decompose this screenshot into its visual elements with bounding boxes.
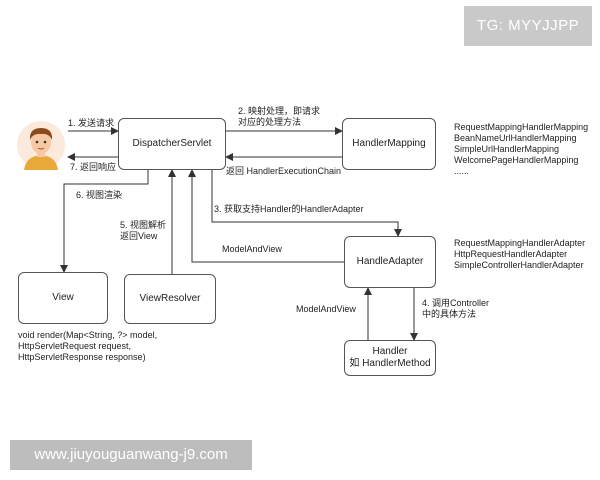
render-signature-line: HttpServletResponse response) bbox=[18, 352, 146, 362]
handler-box: Handler 如 HandlerMethod bbox=[344, 340, 436, 376]
adapter-impl-item: SimpleControllerHandlerAdapter bbox=[454, 260, 584, 270]
arrow-mav-dispatcher bbox=[188, 169, 344, 263]
dispatcher-servlet-label: DispatcherServlet bbox=[132, 138, 212, 149]
mapping-impl-item: ...... bbox=[454, 166, 470, 176]
dispatcher-servlet-box: DispatcherServlet bbox=[118, 118, 226, 170]
return-chain-label: 返回 HandlerExecutionChain bbox=[226, 166, 342, 176]
adapter-impls-list: RequestMappingHandlerAdapter HttpRequest… bbox=[454, 238, 585, 271]
arrow-render bbox=[60, 170, 149, 273]
view-box: View bbox=[18, 272, 108, 324]
adapter-impl-item: RequestMappingHandlerAdapter bbox=[454, 238, 586, 248]
call-label-line1: 4. 调用Controller bbox=[422, 298, 490, 308]
user-avatar-icon bbox=[17, 121, 65, 170]
handler-method-label: 如 HandlerMethod bbox=[349, 358, 431, 369]
resolve-label-line1: 5. 视图解析 bbox=[120, 220, 167, 230]
mav-dispatcher-label: ModelAndView bbox=[222, 244, 282, 254]
handle-adapter-box: HandleAdapter bbox=[344, 236, 436, 288]
render-signature-note: void render(Map<String, ?> model, HttpSe… bbox=[18, 330, 157, 363]
mapping-impl-item: RequestMappingHandlerMapping bbox=[454, 122, 589, 132]
mapping-label-line1: 2. 映射处理，即请求 bbox=[238, 106, 321, 116]
mapping-label-line2: 对应的处理方法 bbox=[238, 117, 302, 127]
handler-mapping-box: HandlerMapping bbox=[342, 118, 436, 170]
view-resolver-box: ViewResolver bbox=[124, 274, 216, 324]
resolve-label-line2: 返回View bbox=[120, 231, 158, 241]
watermark-bottom: www.jiuyouguanwang-j9.com bbox=[10, 440, 252, 470]
mav-handler-label: ModelAndView bbox=[296, 304, 356, 314]
watermark-top: TG: MYYJJPP bbox=[464, 6, 592, 46]
render-signature-line: void render(Map<String, ?> model, bbox=[18, 330, 158, 340]
mapping-impl-item: SimpleUrlHandlerMapping bbox=[454, 144, 560, 154]
send-request-label: 1. 发送请求 bbox=[68, 118, 115, 128]
get-adapter-label: 3. 获取支持Handler的HandlerAdapter bbox=[214, 204, 364, 214]
mapping-impl-item: BeanNameUrlHandlerMapping bbox=[454, 133, 577, 143]
view-resolver-label: ViewResolver bbox=[139, 293, 201, 304]
mapping-impl-item: WelcomePageHandlerMapping bbox=[454, 155, 579, 165]
adapter-impl-item: HttpRequestHandlerAdapter bbox=[454, 249, 568, 259]
view-label: View bbox=[52, 292, 74, 303]
handle-adapter-label: HandleAdapter bbox=[356, 256, 424, 267]
render-signature-line: HttpServletRequest request, bbox=[18, 341, 132, 351]
handler-label: Handler bbox=[372, 346, 408, 357]
respond-label: 7. 返回响应 bbox=[70, 162, 117, 172]
render-label: 6. 视图渲染 bbox=[76, 190, 123, 200]
mapping-impls-list: RequestMappingHandlerMapping BeanNameUrl… bbox=[454, 122, 588, 177]
arrow-get-adapter bbox=[211, 170, 402, 237]
handler-mapping-label: HandlerMapping bbox=[352, 138, 426, 149]
call-label-line2: 中的具体方法 bbox=[422, 309, 477, 319]
